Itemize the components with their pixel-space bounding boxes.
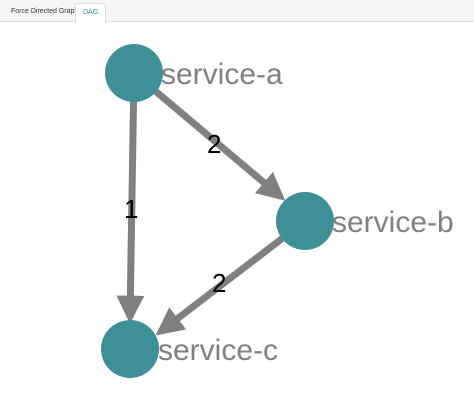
- nodes: [101, 44, 334, 378]
- node-label-service-c: service-c: [158, 334, 278, 367]
- node-service-b[interactable]: [276, 192, 334, 250]
- dag-graph: 2 1 2 service-a service-b service-c: [101, 44, 454, 378]
- node-labels: service-a service-b service-c: [158, 58, 454, 367]
- edge-service-b-to-service-c[interactable]: [155, 218, 308, 336]
- edge-label-a-b: 2: [207, 129, 221, 159]
- edge-service-a-to-service-c[interactable]: [116, 72, 145, 324]
- tab-force-directed-graph[interactable]: Force Directed Graph: [11, 8, 79, 15]
- edge-labels: 2 1 2: [124, 129, 226, 298]
- node-service-c[interactable]: [101, 320, 159, 378]
- node-label-service-a: service-a: [161, 58, 283, 91]
- node-label-service-b: service-b: [332, 206, 454, 239]
- node-service-a[interactable]: [105, 44, 163, 102]
- edge-label-b-c: 2: [212, 268, 226, 298]
- edges: [116, 70, 308, 336]
- tab-bar: Force Directed Graph DAG: [0, 0, 474, 23]
- tab-dag[interactable]: DAG: [75, 3, 107, 23]
- edge-service-a-to-service-b[interactable]: [131, 70, 286, 201]
- edge-label-a-c: 1: [124, 194, 138, 224]
